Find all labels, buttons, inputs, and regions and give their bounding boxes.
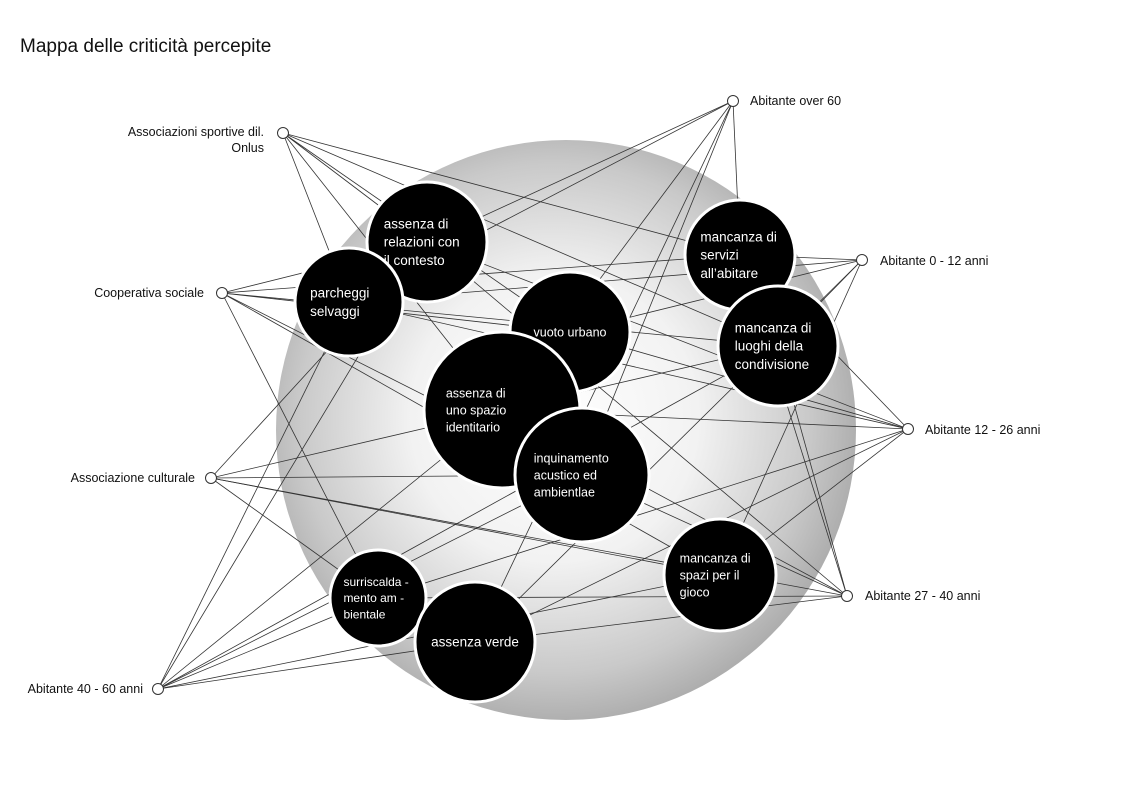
issue-label-line: condivisione [735,357,809,372]
stakeholder-dot [205,472,217,484]
issue-circle [365,180,489,304]
link-a27_40-relazioni [426,241,848,597]
issue-label-line: mancanza di [735,321,812,336]
stakeholder-label: Abitante over 60 [750,94,841,108]
issue-label-line: spazi per il [680,568,740,582]
issue-circle [328,548,428,648]
link-a12_26-parcheggi [348,301,909,430]
issue-label-line: selvaggi [310,304,360,319]
stakeholder-label: Abitante 12 - 26 anni [925,423,1040,437]
link-a40_60-luoghi [157,345,779,690]
issue-label-line: ambientlae [534,485,595,499]
issue-label-line: relazioni con [384,235,460,250]
issue-label-line: servizi [700,248,738,263]
stakeholder-label: Cooperativa sociale [94,286,204,300]
stakeholder-coop: Cooperativa sociale [94,286,228,300]
issue-circle [662,517,778,633]
stakeholder-label: Abitante 0 - 12 anni [880,254,988,268]
issue-label-line: inquinamento [534,452,609,466]
issue-label-line: assenza di [384,217,449,232]
stakeholder-a27_40: Abitante 27 - 40 anni [841,589,980,603]
issue-label-line: gioco [680,585,710,599]
stakeholder-dot [277,127,289,139]
issue-circle [513,406,651,544]
issue-label-line: mento am - [343,591,404,605]
link-a40_60-parcheggi [157,301,350,690]
link-cult-gioco [210,477,721,576]
issue-label-line: bientale [343,607,385,621]
page-title: Mappa delle criticità percepite [20,36,272,57]
stakeholders-layer: Associazioni sportive dil.OnlusAbitante … [28,94,1041,696]
stakeholder-a0_12: Abitante 0 - 12 anni [856,254,988,268]
stakeholder-asd: Associazioni sportive dil. Onlus [128,125,289,155]
issue-node-gioco: mancanza di spazi per il gioco [662,517,778,633]
issue-label-line: acustico ed [534,468,597,482]
issue-label-line: assenza verde [431,635,519,650]
stakeholder-label: Associazioni sportive dil. [128,125,264,139]
stakeholder-dot [216,287,228,299]
issue-node-surriscalda: surriscalda - mento am - bientale [328,548,428,648]
stakeholder-label: Onlus [231,141,264,155]
stakeholder-label: Abitante 40 - 60 anni [28,682,143,696]
issue-circle [716,284,840,408]
issue-label-line: surriscalda - [343,575,408,589]
issue-label-line: mancanza di [700,230,777,245]
stakeholder-dot [727,95,739,107]
issue-label-line: parcheggi [310,286,369,301]
stakeholder-cult: Associazione culturale [71,471,217,485]
link-a27_40-verde [474,595,848,643]
link-coop-surriscalda [221,292,379,599]
issue-label-line: identitario [446,420,500,434]
stakeholder-dot [841,590,853,602]
issue-label-line: il contesto [384,253,445,268]
stakeholder-dot [152,683,164,695]
link-asd-servizi [282,132,741,256]
issue-label-line: assenza di [446,387,506,401]
stakeholder-a12_26: Abitante 12 - 26 anni [902,423,1040,437]
issue-label-line: luoghi della [735,339,804,354]
issue-label-line: vuoto urbano [534,325,607,339]
issue-node-luoghi: mancanza di luoghi della condivisione [716,284,840,408]
issue-label-line: all’abitare [700,266,758,281]
issue-circle [413,580,537,704]
stakeholder-dot [856,254,868,266]
issue-label-line: uno spazio [446,403,507,417]
link-asd-luoghi [282,132,779,347]
stakeholder-label: Abitante 27 - 40 anni [865,589,980,603]
link-a12_26-relazioni [426,241,909,430]
issue-node-inquinamento: inquinamento acustico ed ambientlae [513,406,651,544]
stakeholder-over60: Abitante over 60 [727,94,841,108]
stakeholder-dot [902,423,914,435]
issue-node-relazioni: assenza di relazioni con il contesto [365,180,489,304]
issue-node-parcheggi: parcheggi selvaggi [293,246,405,358]
issue-circle [293,246,405,358]
stakeholder-a40_60: Abitante 40 - 60 anni [28,682,164,696]
issue-node-verde: assenza verde [413,580,537,704]
stakeholder-label: Associazione culturale [71,471,195,485]
issue-label-line: mancanza di [680,552,751,566]
link-a12_26-surriscalda [377,428,909,599]
